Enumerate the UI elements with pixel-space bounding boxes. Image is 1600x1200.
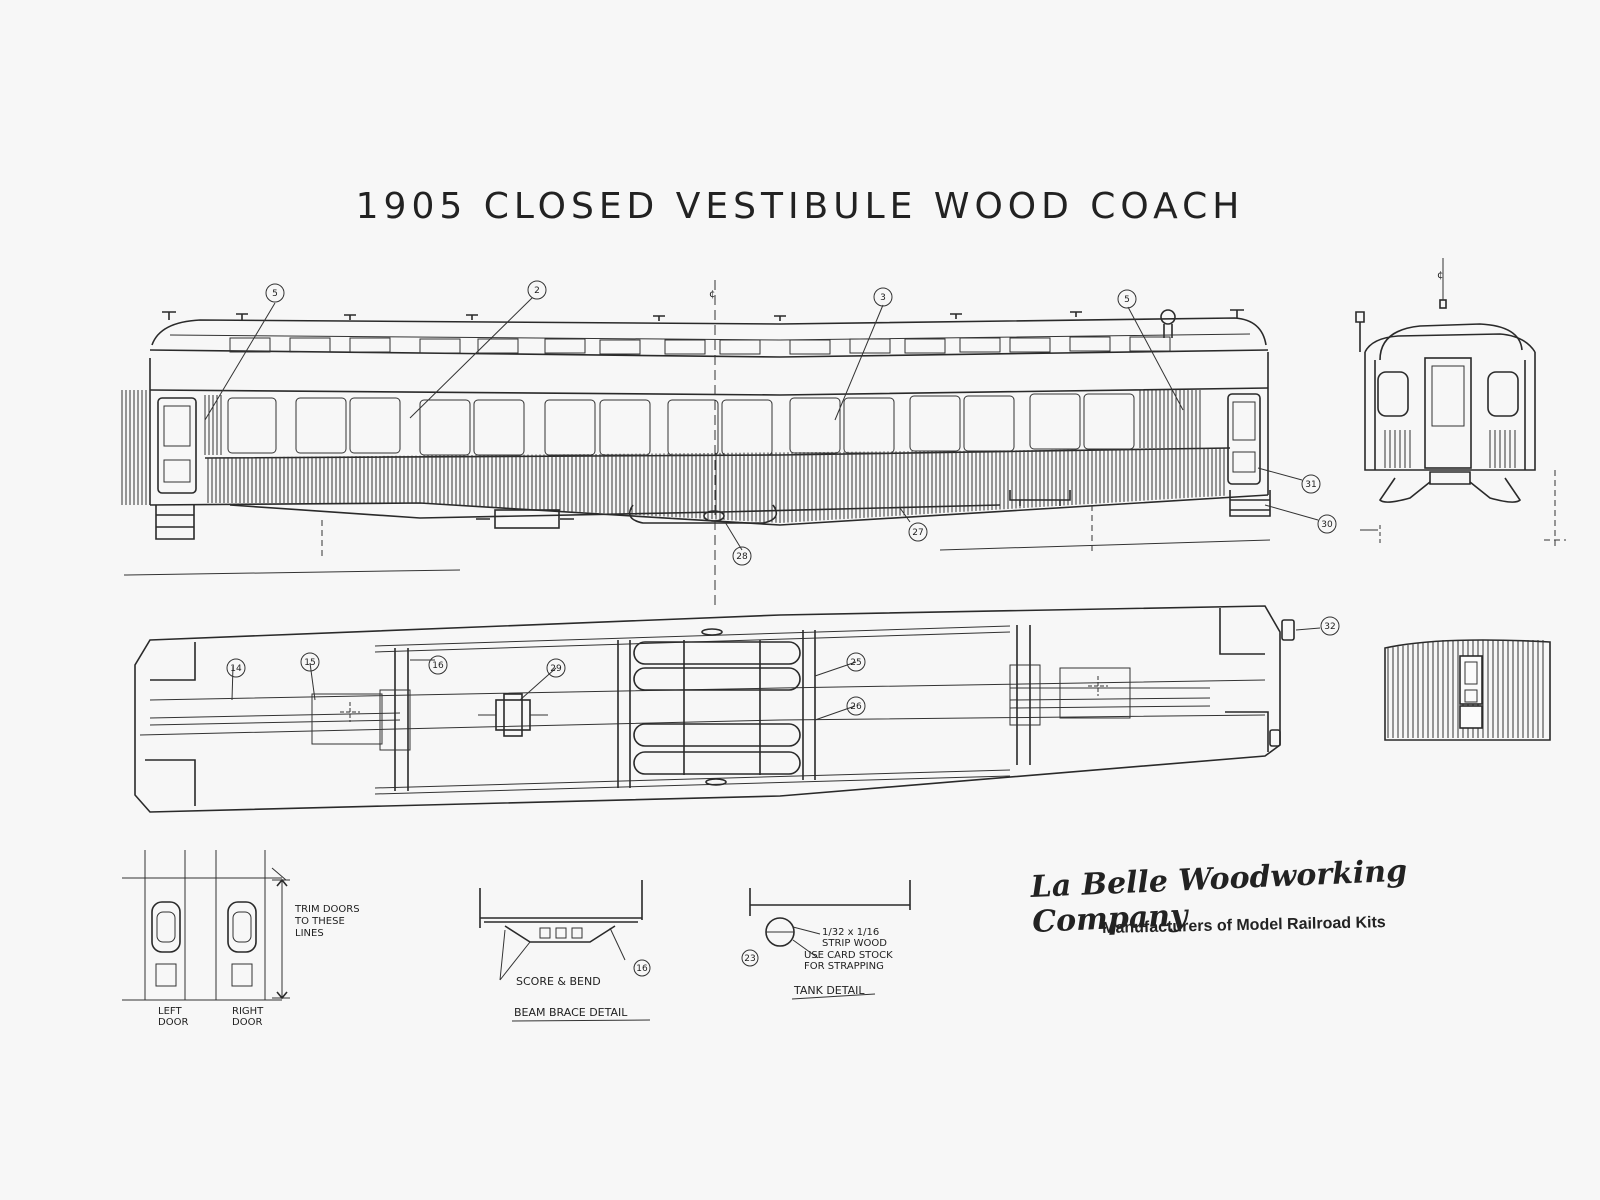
side-callout-circle: [1117, 289, 1137, 309]
floor-callout-number: 15: [304, 658, 315, 668]
side-callout-circle: [527, 280, 547, 300]
beam-brace-detail: 16 SCORE & BEND BEAM BRACE DETAIL: [479, 880, 651, 1022]
side-callout-circle: [1317, 514, 1337, 534]
svg-text:16: 16: [636, 964, 648, 974]
floor-callout-number: 16: [432, 661, 444, 671]
vestibule-hatching-right: [1139, 390, 1201, 448]
drawing-title: 1905 CLOSED VESTIBULE WOOD COACH: [355, 186, 1245, 227]
floor-callout-circle: [546, 658, 566, 678]
side-callout-circle: [265, 283, 285, 303]
centerline-mark: ¢: [709, 289, 715, 300]
floor-callout-circle: [428, 655, 448, 675]
side-callout-number: 30: [1321, 520, 1333, 530]
steps: [155, 490, 1271, 540]
side-elevation: ¢ 5 2 3 5 31 30 27 28: [121, 280, 1337, 610]
floor-callout-number: 25: [850, 658, 861, 668]
side-callout-number: 3: [880, 293, 886, 303]
roof-vents: [162, 309, 1244, 338]
floor-callout-number: 26: [850, 702, 862, 712]
side-callout-number: 2: [534, 286, 540, 296]
svg-text:23: 23: [744, 954, 755, 964]
floor-callout-number: 32: [1324, 622, 1335, 632]
side-callout-circle: [732, 546, 752, 566]
floor-callouts: 14 15 16 29 25 26 32: [226, 616, 1340, 716]
side-callouts: 5 2 3 5 31 30 27 28: [265, 280, 1337, 566]
floor-callout-circle: [226, 658, 246, 678]
side-callout-number: 31: [1305, 480, 1316, 490]
svg-text:¢: ¢: [1437, 270, 1443, 281]
side-leaders: [204, 297, 1319, 551]
end-elevation: ¢: [1355, 258, 1566, 550]
beam-brace-caption: BEAM BRACE DETAIL: [514, 1006, 628, 1019]
side-callout-circle: [908, 522, 928, 542]
end-siding-view: [1384, 639, 1551, 741]
floor-callout-circle: [846, 652, 866, 672]
vestibule-hatching-left: [121, 390, 222, 505]
side-callout-number: 5: [272, 289, 278, 299]
side-callout-number: 27: [912, 528, 923, 538]
tank-caption: TANK DETAIL: [793, 984, 865, 997]
floor-callout-circle: [846, 696, 866, 716]
floor-callout-number: 14: [230, 664, 242, 674]
side-callout-circle: [873, 287, 893, 307]
side-windows: [227, 393, 1135, 456]
side-callout-circle: [1301, 474, 1321, 494]
floor-callout-circle: [300, 652, 320, 672]
clerestory-windows: [229, 336, 1171, 355]
score-bend-note: SCORE & BEND: [516, 975, 601, 988]
side-callout-number: 5: [1124, 295, 1130, 305]
trim-doors-note: TRIM DOORS TO THESE LINES: [294, 904, 363, 939]
side-callout-number: 28: [736, 552, 748, 562]
floor-plan: 14 15 16 29 25 26 32: [134, 605, 1340, 813]
floor-callout-number: 29: [550, 664, 562, 674]
underframe: [229, 490, 1071, 529]
tanks: [633, 628, 801, 786]
floor-callout-circle: [1320, 616, 1340, 636]
